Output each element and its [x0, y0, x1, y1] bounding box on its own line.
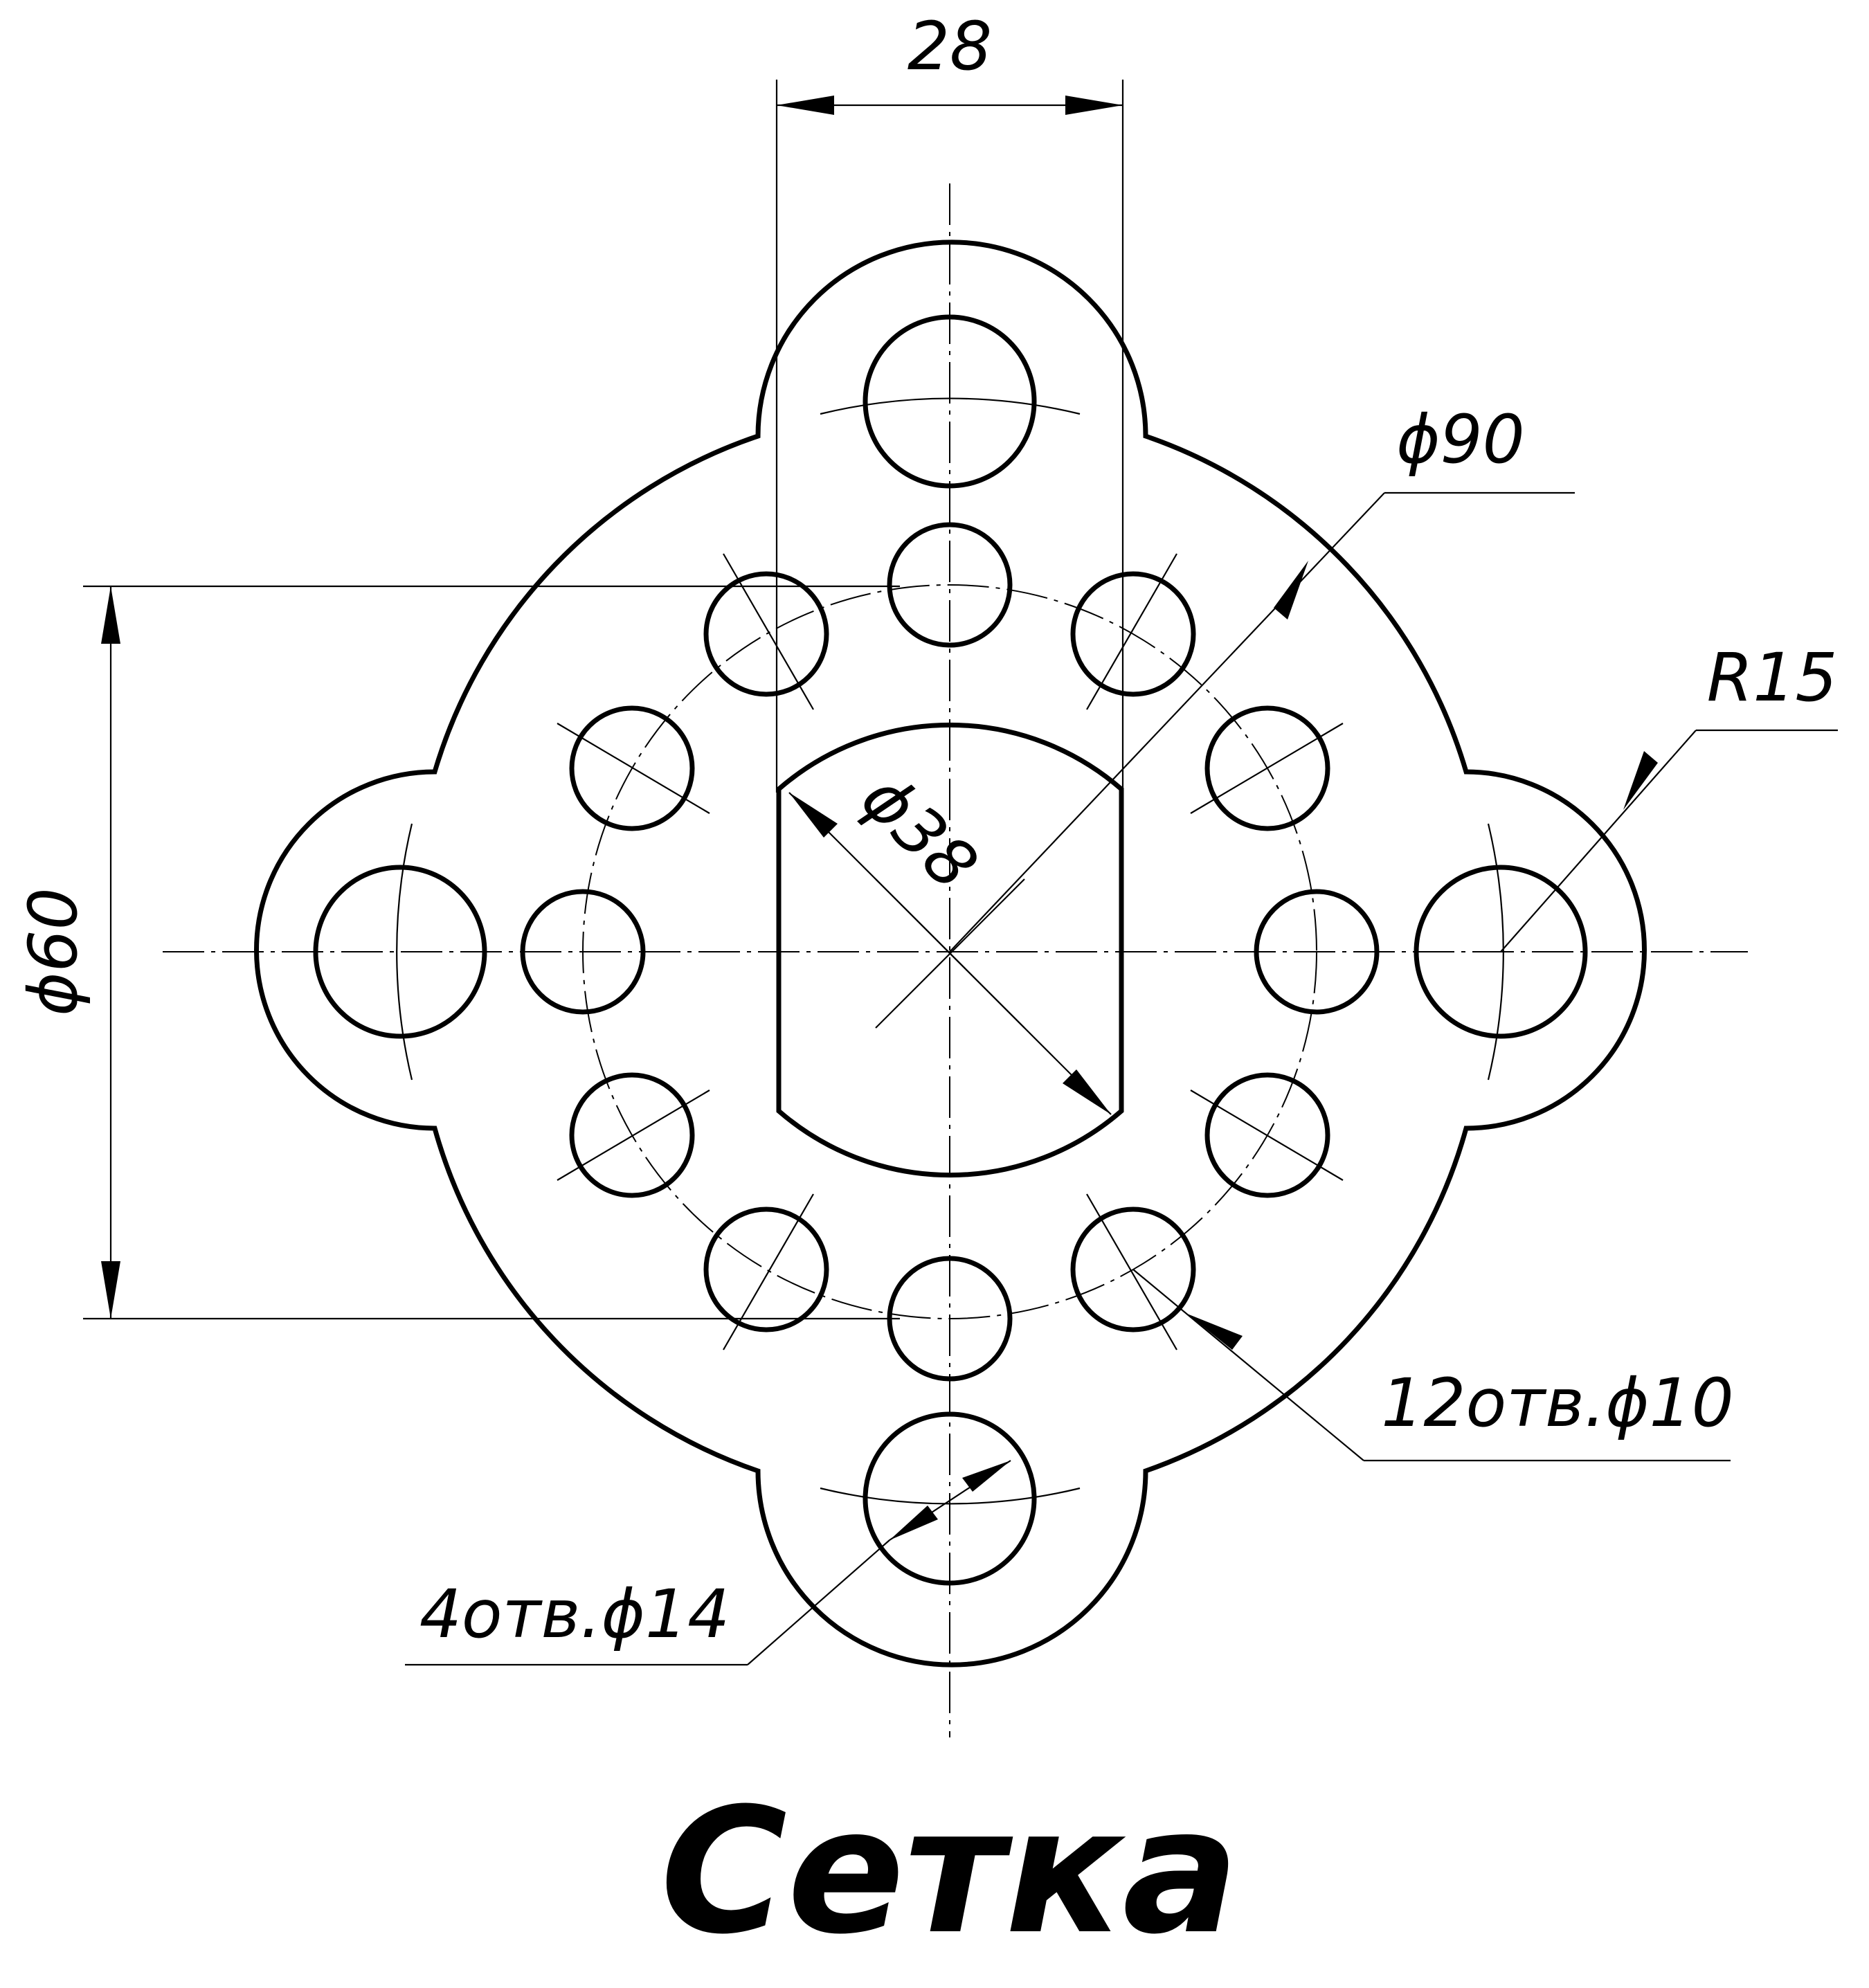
pitch-circle — [582, 584, 1317, 1319]
part-outline — [254, 240, 1647, 1668]
small-hole — [569, 705, 695, 831]
small-hole — [569, 1072, 695, 1198]
drawing-title: Сетка — [660, 1771, 1239, 1972]
small-hole — [703, 1207, 829, 1332]
dim-28-label: 28 — [908, 8, 992, 85]
outer-contour — [254, 240, 1647, 1668]
large-holes-label: 4отв.ϕ14 — [419, 1575, 730, 1653]
small-hole — [703, 571, 829, 697]
dimension-pitch-diameter: ϕ60 — [15, 585, 900, 1320]
small-hole — [1204, 1072, 1330, 1198]
dim-38-label: ϕ38 — [847, 759, 992, 904]
dim-60-label: ϕ60 — [15, 887, 92, 1015]
dimension-slot-width: 28 — [775, 8, 1124, 793]
central-hole — [776, 722, 1124, 1178]
dimension-outer-diameter: ϕ90 — [949, 401, 1575, 952]
small-hole — [887, 522, 1013, 648]
leader-large-holes: 4отв.ϕ14 — [405, 1460, 1011, 1666]
dim-r15-label: R15 — [1707, 639, 1838, 716]
dim-90-label: ϕ90 — [1396, 401, 1524, 478]
leader-small-holes: 12отв.ϕ10 — [1132, 1269, 1734, 1462]
small-hole — [1070, 571, 1196, 697]
dimension-lobe-radius: R15 — [1500, 639, 1838, 952]
small-holes-label: 12отв.ϕ10 — [1381, 1364, 1733, 1442]
small-hole — [1070, 1207, 1196, 1332]
small-holes — [520, 522, 1380, 1382]
small-hole — [1204, 705, 1330, 831]
